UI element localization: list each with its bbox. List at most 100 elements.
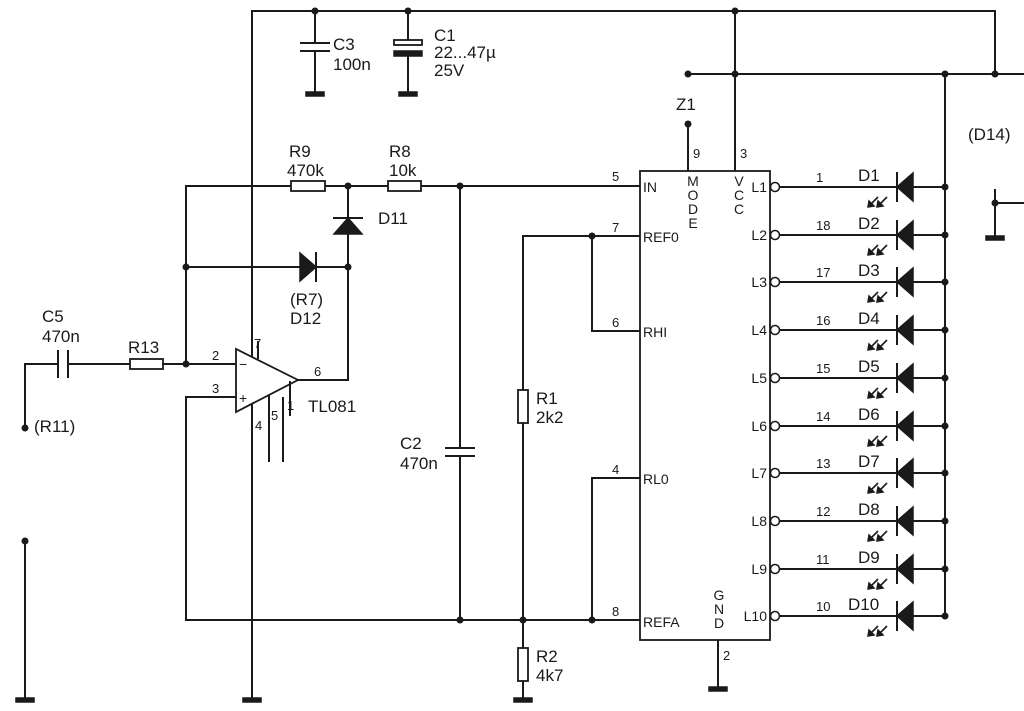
led-icon	[895, 457, 914, 489]
junction-dot	[941, 517, 949, 525]
junction-dot	[941, 612, 949, 620]
capacitor-c1: C1 22...47µ 25V	[393, 26, 496, 80]
output-pin-number: 15	[816, 361, 830, 376]
r1-name: R1	[536, 389, 558, 408]
junction-dot	[941, 326, 949, 334]
output-pin-circle	[769, 181, 781, 193]
led-icon	[895, 171, 914, 203]
light-arrows-icon	[867, 339, 888, 351]
output-pin-number: 14	[816, 409, 830, 424]
led-name: D10	[848, 595, 879, 614]
ic-pin-num-vcc: 3	[740, 146, 747, 161]
output-label: L10	[744, 608, 768, 624]
r2-name: R2	[536, 647, 558, 666]
led-name: D7	[858, 452, 880, 471]
led-name: D6	[858, 405, 880, 424]
output-pin-circle	[769, 372, 781, 384]
led-name: D2	[858, 214, 880, 233]
r9-name: R9	[289, 142, 311, 161]
led-icon	[895, 314, 914, 346]
c1-voltage: 25V	[434, 61, 465, 80]
opamp-pin-6: 6	[314, 364, 321, 379]
svg-text:−: −	[239, 356, 247, 372]
ic-pin-num-in: 5	[612, 169, 619, 184]
ic-pin-num-refa: 8	[612, 604, 619, 619]
junction-dot	[941, 469, 949, 477]
opamp-name: TL081	[308, 397, 356, 416]
ic-pin-label-in: IN	[643, 179, 657, 195]
junction-dot	[941, 565, 949, 573]
ic-pin-label-ref0: REF0	[643, 229, 679, 245]
capacitor-c2: C2 470n	[400, 434, 475, 473]
d14-label: (D14)	[968, 125, 1011, 144]
ic-pin-label-refa: REFA	[643, 614, 680, 630]
ic-pin-num-gnd: 2	[723, 648, 730, 663]
junction-dot	[941, 183, 949, 191]
resistor-r9: R9 470k	[287, 142, 326, 192]
led-name: D4	[858, 309, 880, 328]
diode-d11: D11	[332, 209, 408, 235]
diode-d12: (R7) D12	[290, 251, 323, 328]
led-name: D8	[858, 500, 880, 519]
c5-value: 470n	[42, 327, 80, 346]
ic-pin-label-rl0: RL0	[643, 471, 669, 487]
c2-name: C2	[400, 434, 422, 453]
output-label: L7	[751, 465, 767, 481]
resistor-r13: R13	[128, 338, 164, 370]
output-pin-number: 12	[816, 504, 830, 519]
light-arrows-icon	[867, 196, 888, 208]
output-label: L9	[751, 561, 767, 577]
output-pin-circle	[769, 420, 781, 432]
junction-dot	[941, 374, 949, 382]
ic-pin-num-rl0: 4	[612, 462, 619, 477]
resistor-r2: R2 4k7	[517, 647, 563, 685]
opamp-pin-2: 2	[212, 348, 219, 363]
c1-name: C1	[434, 26, 456, 45]
z1-label: Z1	[676, 95, 696, 114]
output-label: L5	[751, 370, 767, 386]
resistor-r1: R1 2k2	[517, 389, 563, 427]
junction-dot	[941, 231, 949, 239]
c3-name: C3	[333, 35, 355, 54]
opamp-tl081: − + 2 3 7 6 4 5 1 TL081	[212, 336, 356, 433]
ground-symbols	[15, 91, 1005, 703]
output-pin-circle	[769, 515, 781, 527]
output-pin-circle	[769, 229, 781, 241]
c2-value: 470n	[400, 454, 438, 473]
svg-text:+: +	[239, 390, 247, 406]
r8-name: R8	[389, 142, 411, 161]
led-name: D3	[858, 261, 880, 280]
junction-dots	[21, 7, 999, 624]
resistor-r8: R8 10k	[387, 142, 422, 192]
junction-dot	[941, 422, 949, 430]
output-label: L2	[751, 227, 767, 243]
led-icon	[895, 553, 914, 585]
ic-pin-num-rhi: 6	[612, 315, 619, 330]
output-pin-circle	[769, 563, 781, 575]
output-label: L8	[751, 513, 767, 529]
output-pin-circle	[769, 276, 781, 288]
capacitor-c5: C5 470n	[42, 307, 80, 378]
light-arrows-icon	[867, 435, 888, 447]
output-label: L4	[751, 322, 767, 338]
light-arrows-icon	[867, 625, 888, 637]
opamp-pin-7: 7	[254, 336, 261, 351]
r1-value: 2k2	[536, 408, 563, 427]
led-icon	[895, 600, 914, 632]
light-arrows-icon	[867, 291, 888, 303]
led-icon	[895, 219, 914, 251]
output-label: L3	[751, 274, 767, 290]
